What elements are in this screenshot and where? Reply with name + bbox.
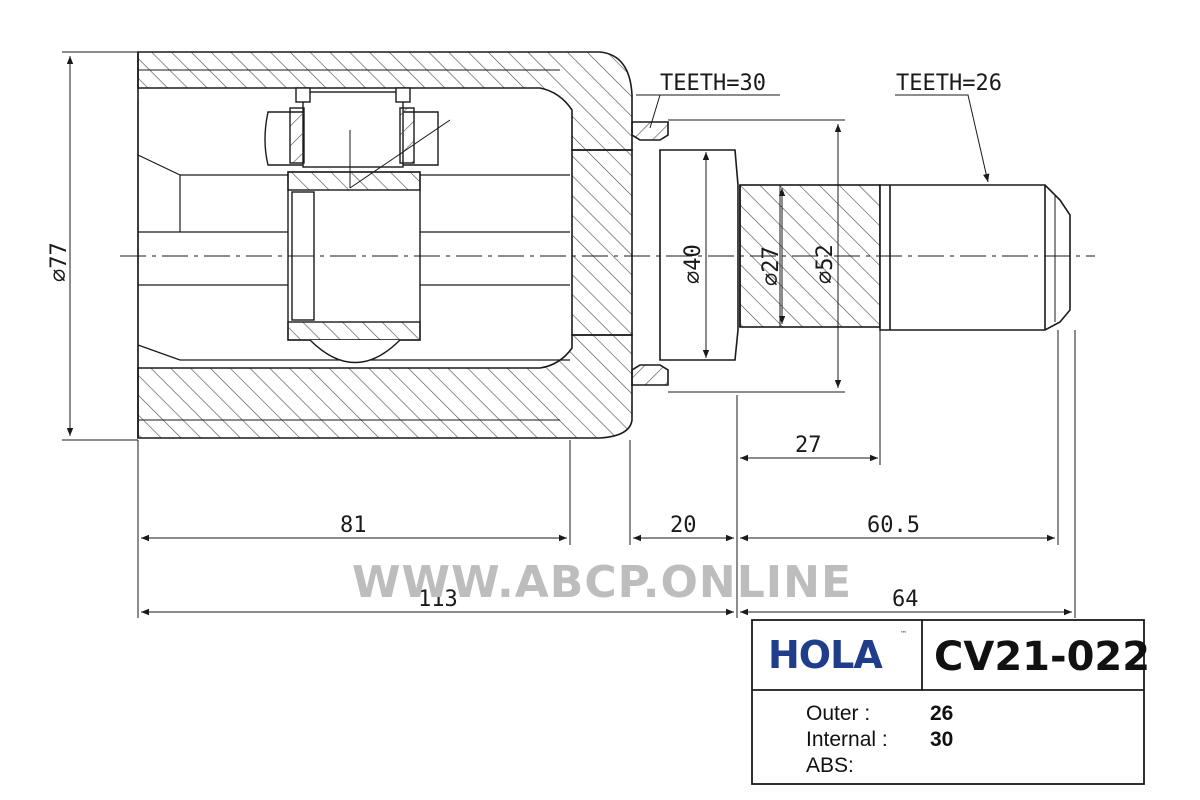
- spec-label-outer: Outer :: [806, 702, 870, 725]
- seal-ring-bottom: [631, 364, 669, 386]
- dim-text-27: 27: [795, 433, 822, 458]
- part-number: CV21-022: [934, 634, 1150, 680]
- dimension-arrows: [66, 56, 1072, 616]
- spec-value-internal: 30: [930, 728, 953, 751]
- outer-spline: [879, 184, 1071, 331]
- dim-text-spline-diameter: ⌀27: [759, 246, 784, 286]
- roller-upper: [264, 111, 439, 166]
- roller-cap: [302, 91, 404, 168]
- housing: [137, 51, 633, 439]
- extension-lines: [62, 51, 1076, 618]
- dim-text-81: 81: [340, 513, 367, 538]
- spec-value-outer: 26: [930, 702, 953, 725]
- dim-text-20: 20: [670, 513, 697, 538]
- brand-trademark: ™: [900, 630, 907, 638]
- dim-text-60-5: 60.5: [867, 513, 920, 538]
- spec-label-internal: Internal :: [806, 728, 888, 751]
- roller-lower: [309, 339, 401, 364]
- leader-teeth-26: [895, 94, 990, 183]
- dim-text-flange-diameter: ⌀52: [813, 244, 838, 284]
- seal-ring-top: [631, 121, 669, 141]
- brand-logo: HOLA: [768, 633, 883, 677]
- spec-label-abs: ABS:: [806, 754, 854, 777]
- leader-teeth-30: [649, 94, 780, 129]
- dim-text-outer-diameter: ⌀77: [47, 242, 72, 282]
- housing-end-wall: [571, 149, 633, 336]
- teeth-outer-label: TEETH=26: [896, 71, 1002, 96]
- tripod-assembly: [264, 87, 451, 364]
- dim-text-113: 113: [418, 587, 458, 612]
- teeth-internal-label: TEETH=30: [660, 71, 766, 96]
- dim-text-64: 64: [892, 587, 919, 612]
- title-block: HOLA ™ CV21-022 Outer : 26 Internal : 30…: [751, 619, 1150, 785]
- shaft-neck: [659, 149, 739, 361]
- dim-text-bore-diameter: ⌀40: [681, 244, 706, 284]
- watermark-text: WWW.ABCP.ONLINE: [352, 557, 852, 608]
